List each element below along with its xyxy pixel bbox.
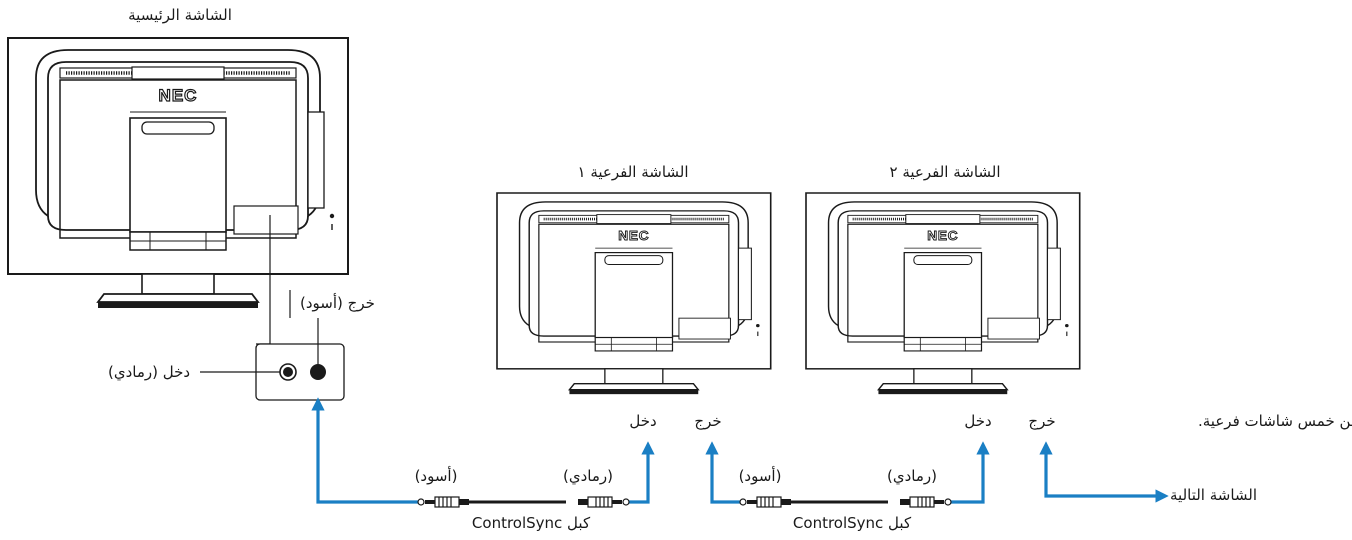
note-label: أكثر من خمس شاشات فرعية.	[1198, 412, 1352, 430]
sub2-in-label: دخل	[964, 412, 992, 430]
sub1-out-label: خرج	[694, 412, 722, 430]
cable1-gray-label: (رمادي)	[563, 467, 613, 485]
sub-monitor-1	[495, 191, 773, 396]
sub-monitor-1-label: الشاشة الفرعية ١	[577, 163, 689, 181]
sub-monitor-2-label: الشاشة الفرعية ٢	[889, 163, 1001, 181]
in-gray-label: دخل (رمادي)	[108, 363, 191, 381]
sub2-out-label: خرج	[1028, 412, 1056, 430]
controlsync-cable-1	[417, 496, 630, 508]
cable2-gray-label: (رمادي)	[887, 467, 937, 485]
controlsync-cable-2	[739, 496, 952, 508]
sub-monitor-2	[804, 191, 1082, 396]
cable1-label: كبل ControlSync	[471, 514, 591, 532]
port-box	[255, 318, 345, 401]
main-monitor	[6, 36, 350, 310]
out-black-label: خرج (أسود)	[300, 294, 375, 312]
next-monitor-label: الشاشة التالية	[1170, 486, 1258, 504]
cable2-black-label: (أسود)	[738, 467, 782, 485]
cable-route-arrows	[311, 397, 1169, 504]
main-monitor-label: الشاشة الرئيسية	[128, 6, 232, 24]
cable1-black-label: (أسود)	[414, 467, 458, 485]
sub1-in-label: دخل	[629, 412, 657, 430]
cable2-label: كبل ControlSync	[792, 514, 912, 532]
